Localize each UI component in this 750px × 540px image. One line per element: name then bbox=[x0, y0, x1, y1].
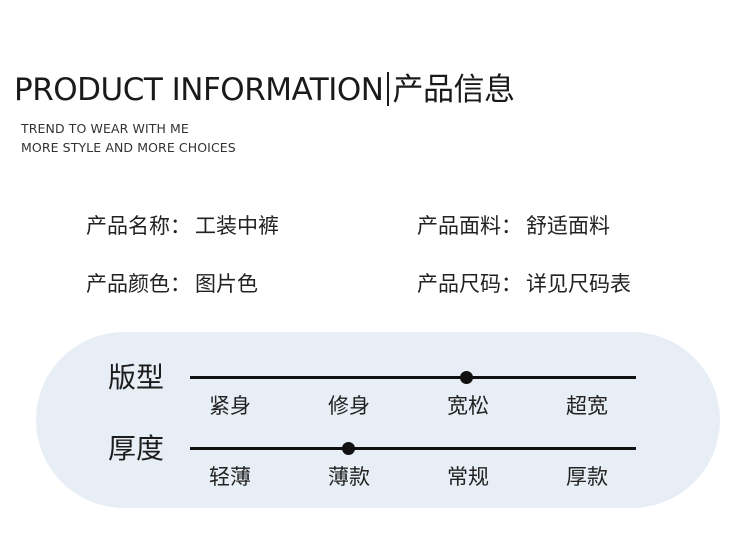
info-colon: ： bbox=[170, 214, 191, 238]
info-value: 详见尺码表 bbox=[526, 272, 631, 296]
thickness-option-3: 常规 bbox=[447, 465, 489, 489]
thickness-option-2: 薄款 bbox=[328, 465, 370, 489]
thickness-option-4: 厚款 bbox=[566, 465, 608, 489]
fit-scale-label: 版型 bbox=[108, 361, 165, 394]
info-colon: ： bbox=[501, 214, 522, 238]
title-divider bbox=[387, 72, 390, 106]
attribute-card bbox=[36, 332, 720, 508]
info-color: 产品颜色：图片色 bbox=[86, 270, 258, 298]
info-name: 产品名称：工装中裤 bbox=[86, 212, 279, 240]
fit-option-1: 紧身 bbox=[209, 394, 251, 418]
title-chinese: 产品信息 bbox=[392, 72, 515, 108]
info-label: 产品名称 bbox=[86, 214, 170, 238]
info-fabric: 产品面料：舒适面料 bbox=[417, 212, 610, 240]
thickness-scale-track bbox=[190, 447, 636, 450]
thickness-scale-marker bbox=[341, 442, 355, 455]
info-value: 工装中裤 bbox=[195, 214, 279, 238]
fit-option-4: 超宽 bbox=[566, 394, 608, 418]
fit-scale-marker bbox=[460, 371, 474, 384]
thickness-scale-label: 厚度 bbox=[108, 432, 165, 465]
tagline-line-1: TREND TO WEAR WITH ME bbox=[21, 121, 189, 136]
info-label: 产品尺码 bbox=[417, 272, 501, 296]
tagline-line-2: MORE STYLE AND MORE CHOICES bbox=[21, 140, 236, 155]
title-english: PRODUCT INFORMATION bbox=[14, 72, 384, 108]
info-colon: ： bbox=[501, 272, 522, 296]
info-size: 产品尺码：详见尺码表 bbox=[417, 270, 631, 298]
info-colon: ： bbox=[170, 272, 191, 296]
fit-option-3: 宽松 bbox=[447, 394, 489, 418]
fit-scale-track bbox=[190, 376, 636, 379]
info-value: 舒适面料 bbox=[526, 214, 610, 238]
info-value: 图片色 bbox=[195, 272, 258, 296]
thickness-option-1: 轻薄 bbox=[209, 465, 251, 489]
info-label: 产品颜色 bbox=[86, 272, 170, 296]
fit-option-2: 修身 bbox=[328, 394, 370, 418]
info-label: 产品面料 bbox=[417, 214, 501, 238]
